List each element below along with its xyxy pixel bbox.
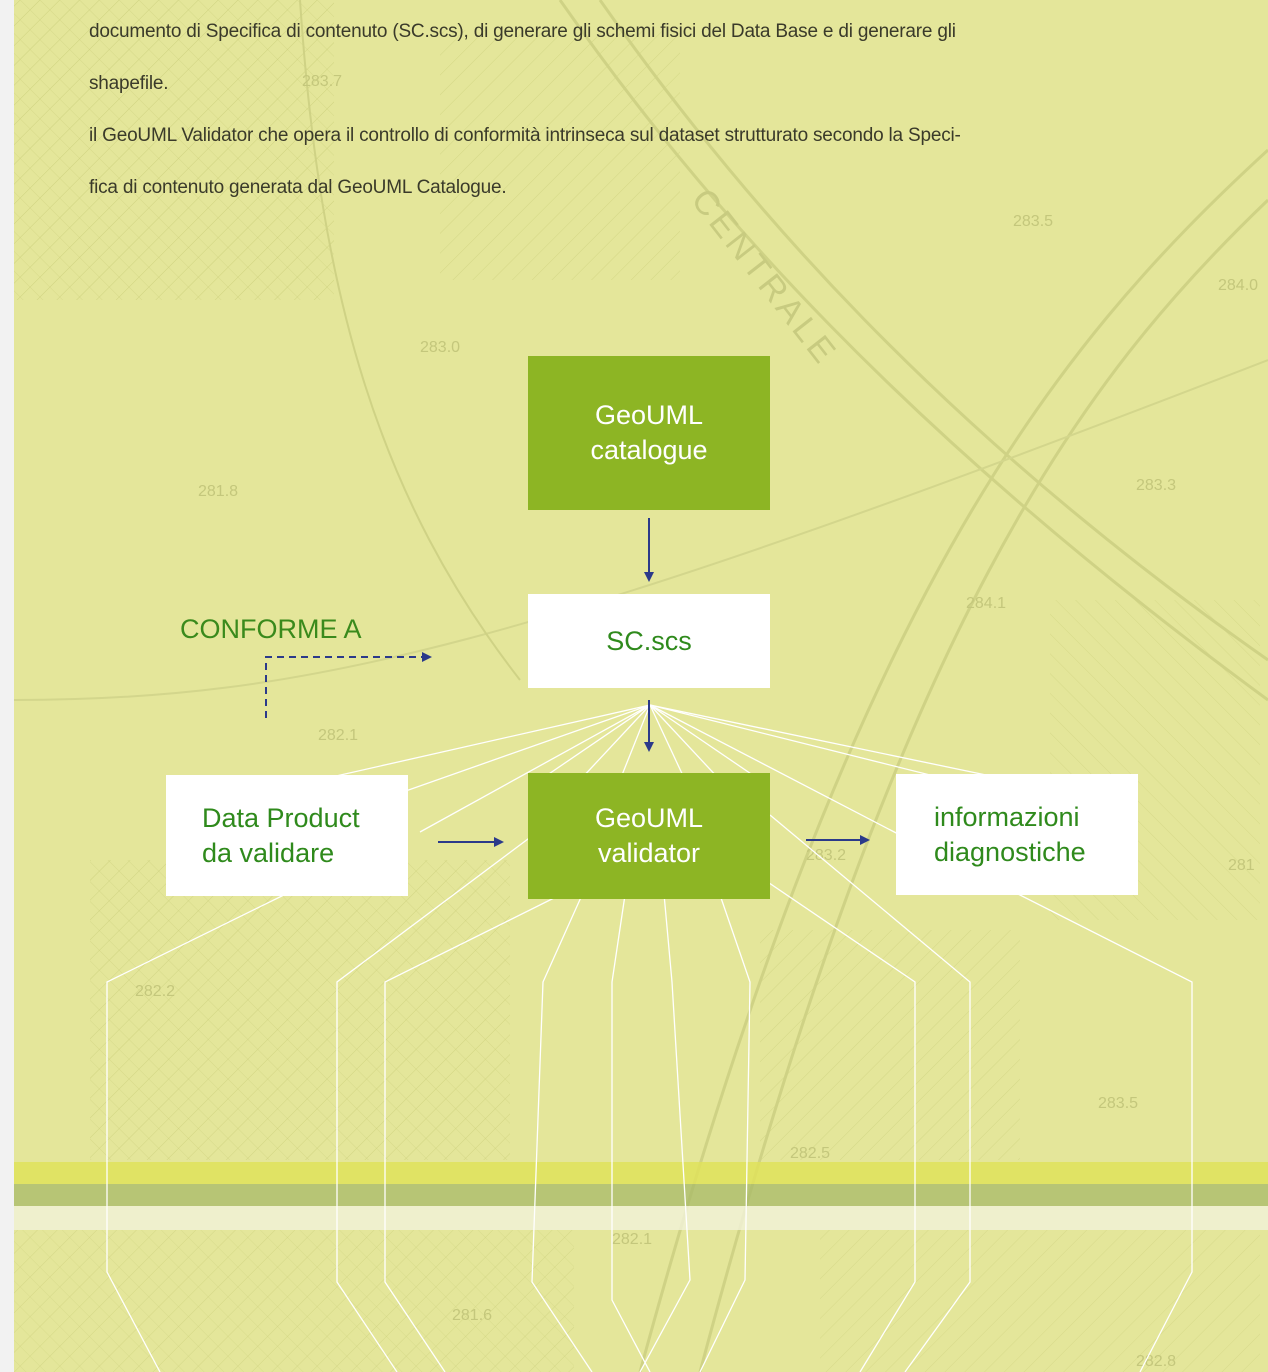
map-label: 282.2 [135, 983, 175, 1000]
map-label: 282.1 [612, 1231, 652, 1248]
map-label: 283.5 [1098, 1095, 1138, 1112]
map-label: 282.5 [790, 1145, 830, 1162]
map-label: 281.8 [198, 483, 238, 500]
map-label: 281.6 [452, 1307, 492, 1324]
map-label: 282.8 [1136, 1353, 1176, 1370]
box-label: diagnostiche [934, 836, 1086, 867]
data-product-box: Data Product da validare [166, 775, 408, 896]
box-label: GeoUML [594, 803, 704, 833]
geouml-catalogue-box: GeoUML catalogue [528, 356, 770, 510]
sc-scs-box: SC.scs [528, 594, 770, 688]
map-label: 283.0 [420, 339, 460, 356]
map-label: 283.3 [1136, 477, 1176, 494]
conforme-label: CONFORME A [180, 614, 362, 644]
intro-line: il GeoUML Validator che opera il control… [89, 125, 961, 146]
map-label: 282.1 [318, 727, 358, 744]
box-label: catalogue [590, 435, 708, 465]
intro-line: shapefile. [89, 73, 169, 94]
geouml-validator-box: GeoUML validator [528, 773, 770, 899]
box-label: GeoUML [594, 400, 704, 430]
box-label: SC.scs [606, 625, 692, 656]
box-label: Data Product [202, 802, 360, 833]
intro-paragraph: documento di Specifica di contenuto (SC.… [89, 6, 1199, 214]
diagnostic-info-box: informazioni diagnostiche [896, 774, 1138, 895]
intro-line: documento di Specifica di contenuto (SC.… [89, 21, 956, 42]
map-label: 283.2 [806, 847, 846, 864]
map-label: 281 [1228, 857, 1255, 874]
map-label: 284.0 [1218, 277, 1258, 294]
intro-line: fica di contenuto generata dal GeoUML Ca… [89, 177, 507, 198]
box-label: informazioni [934, 801, 1080, 832]
box-label: validator [597, 838, 701, 868]
box-label: da validare [202, 837, 335, 868]
map-label: 283.7 [302, 73, 342, 90]
map-label: 283.5 [1013, 213, 1053, 230]
map-label: 284.1 [966, 595, 1006, 612]
